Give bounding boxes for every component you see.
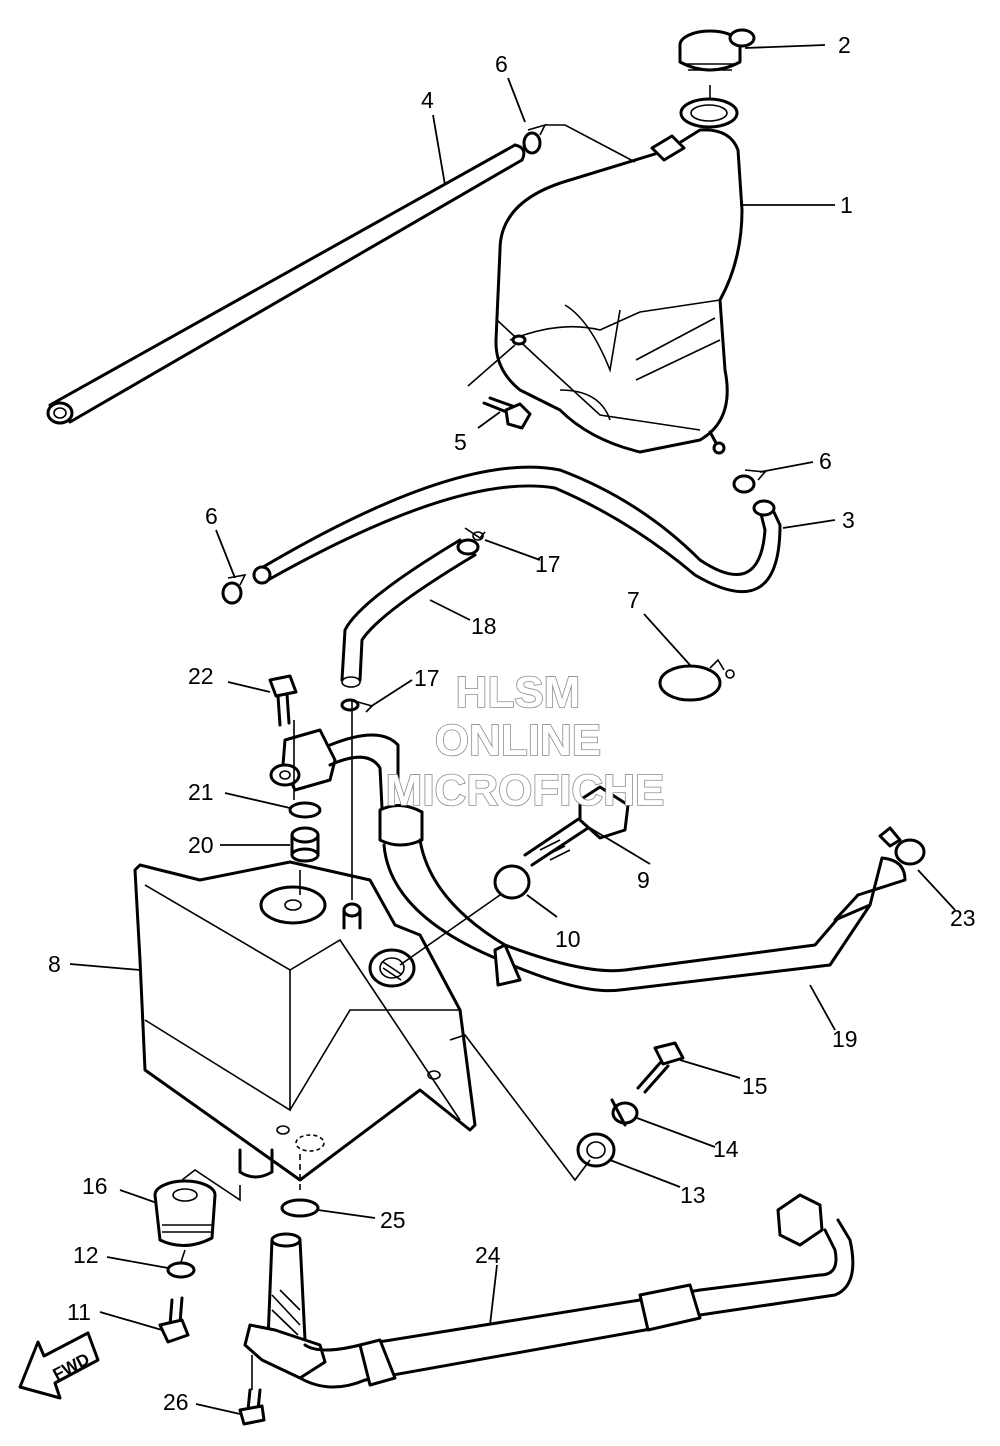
washer <box>166 1261 196 1279</box>
oil-suction-pipe <box>243 1193 855 1389</box>
callout-6-top: 6 <box>495 51 508 77</box>
callout-2: 2 <box>838 32 851 58</box>
watermark-line-3: MICROFICHE <box>386 766 665 815</box>
hose-clip-23 <box>878 826 926 866</box>
hose-clamp <box>658 658 735 702</box>
bracket-bolt <box>268 674 298 727</box>
hose-clip-left <box>221 573 247 605</box>
o-ring-10 <box>493 864 531 900</box>
callout-17-lower: 17 <box>414 665 440 691</box>
callout-6-left: 6 <box>205 503 218 529</box>
callout-24: 24 <box>475 1242 501 1268</box>
return-hose <box>252 465 782 594</box>
callout-5: 5 <box>454 429 467 455</box>
o-ring-21 <box>288 801 322 819</box>
hose-clip-right <box>732 469 767 494</box>
callout-6-right: 6 <box>819 448 832 474</box>
watermark-line-2: ONLINE <box>435 716 601 765</box>
callout-labels: 2 1 3 4 5 6 6 6 7 8 9 10 11 12 13 14 15 … <box>48 32 976 1415</box>
breather-clip-upper <box>464 527 486 541</box>
breather-hose <box>340 538 480 688</box>
callout-26: 26 <box>163 1389 189 1415</box>
hose-clip-top <box>522 123 547 155</box>
collar <box>290 826 320 863</box>
callout-15: 15 <box>742 1073 768 1099</box>
pipe-bolt <box>238 1388 266 1426</box>
callout-12: 12 <box>73 1242 99 1268</box>
assembly-guide-lines <box>180 85 711 1390</box>
filler-cap <box>678 28 756 72</box>
breather-clip-lower <box>340 698 374 713</box>
hose-bracket <box>269 728 337 792</box>
drain-grommet <box>153 1179 217 1247</box>
oil-delivery-hose <box>328 733 907 993</box>
callout-7: 7 <box>627 587 640 613</box>
callout-1: 1 <box>840 192 853 218</box>
watermark: HLSM ONLINE MICROFICHE <box>385 667 665 816</box>
callout-18: 18 <box>471 613 497 639</box>
callout-20: 20 <box>188 832 214 858</box>
drain-bolt <box>158 1296 190 1344</box>
callout-22: 22 <box>188 663 214 689</box>
callout-25: 25 <box>380 1207 406 1233</box>
callout-23: 23 <box>950 905 976 931</box>
o-ring-25 <box>280 1198 320 1218</box>
damper-collar <box>610 1098 639 1127</box>
callout-17-upper: 17 <box>535 551 561 577</box>
dipstick <box>523 785 630 867</box>
callout-8: 8 <box>48 951 61 977</box>
leader-lines <box>69 44 956 1415</box>
callout-13: 13 <box>680 1182 706 1208</box>
callout-16: 16 <box>82 1173 108 1199</box>
callout-3: 3 <box>842 507 855 533</box>
damper-bolt <box>636 1041 685 1094</box>
tank-mounting-bolt <box>482 396 532 430</box>
callout-19: 19 <box>832 1026 858 1052</box>
fwd-arrow-icon: FWD <box>18 1331 100 1400</box>
oil-reservoir-tank <box>494 97 744 455</box>
callout-9: 9 <box>637 867 650 893</box>
rubber-damper <box>576 1132 616 1168</box>
vent-hose <box>46 143 526 425</box>
callout-21: 21 <box>188 779 214 805</box>
callout-14: 14 <box>713 1136 739 1162</box>
callout-10: 10 <box>555 926 581 952</box>
callout-4: 4 <box>421 87 434 113</box>
watermark-line-1: HLSM <box>456 668 581 717</box>
callout-11: 11 <box>67 1299 91 1325</box>
oil-tank <box>133 860 477 1182</box>
